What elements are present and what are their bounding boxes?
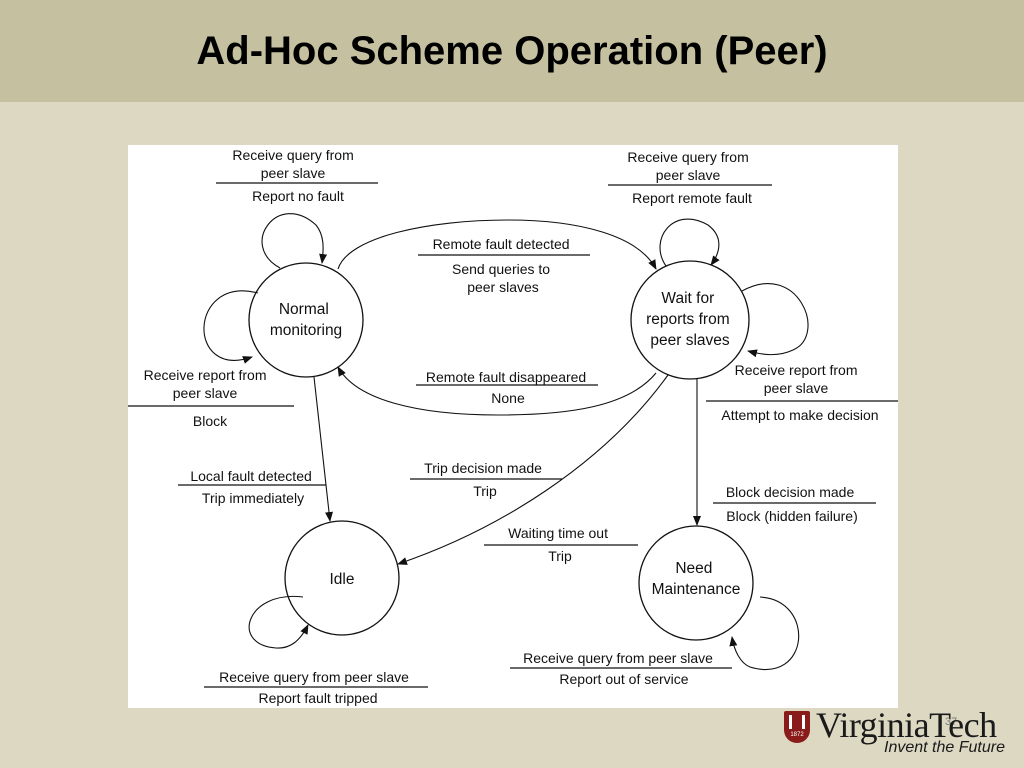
loop-normal-query xyxy=(261,213,328,269)
state-label-normal: Normal monitoring xyxy=(270,301,342,339)
state-need-maintenance xyxy=(638,525,754,641)
label-wait-to-normal: Remote fault disappeared None xyxy=(426,369,590,406)
label-normal-to-wait-action1: Send queries to xyxy=(452,261,550,277)
label-normal-query: Receive query from peer slave Report no … xyxy=(232,147,357,204)
state-label-normal-line1: Normal xyxy=(279,301,329,318)
slide-title: Ad-Hoc Scheme Operation (Peer) xyxy=(196,28,828,73)
label-wait-to-idle-action: Trip xyxy=(473,483,497,499)
label-wait-report-action: Attempt to make decision xyxy=(721,407,878,423)
label-normal-to-idle-action: Trip immediately xyxy=(202,490,304,506)
label-normal-to-idle-event: Local fault detected xyxy=(190,468,311,484)
state-label-maint: Need Maintenance xyxy=(652,560,741,598)
label-wait-query-event1: Receive query from xyxy=(627,149,748,165)
label-normal-query-action: Report no fault xyxy=(252,188,344,204)
label-wait-to-idle: Trip decision made Trip xyxy=(424,460,546,499)
label-wait-to-maint-action: Block (hidden failure) xyxy=(726,508,858,524)
state-diagram: Normal monitoring Wait for reports from … xyxy=(128,145,898,708)
state-idle xyxy=(284,520,400,636)
label-normal-to-wait-event: Remote fault detected xyxy=(433,236,570,252)
label-maint-self-event: Receive query from peer slave xyxy=(523,650,713,666)
hokie-shield-icon: 1872 xyxy=(784,711,810,743)
label-maint-to-idle-event: Waiting time out xyxy=(508,525,608,541)
arrow-wait-to-normal xyxy=(337,366,657,416)
state-label-normal-line2: monitoring xyxy=(270,322,342,339)
loop-wait-report xyxy=(741,283,809,358)
label-idle-self-event: Receive query from peer slave xyxy=(219,669,409,685)
label-wait-report: Receive report from peer slave Attempt t… xyxy=(721,362,878,423)
label-maint-to-idle-action: Trip xyxy=(548,548,572,564)
label-normal-query-event1: Receive query from xyxy=(232,147,353,163)
label-normal-report-event2: peer slave xyxy=(173,385,238,401)
state-label-idle-line1: Idle xyxy=(330,571,355,588)
label-wait-query: Receive query from peer slave Report rem… xyxy=(627,149,752,206)
label-maint-self-action: Report out of service xyxy=(559,671,688,687)
state-diagram-canvas: Normal monitoring Wait for reports from … xyxy=(128,147,898,706)
state-wait-for-reports xyxy=(630,260,750,380)
label-normal-to-wait: Remote fault detected Send queries to pe… xyxy=(433,236,574,295)
state-label-wait-line3: peer slaves xyxy=(650,332,730,349)
label-wait-query-event2: peer slave xyxy=(656,167,721,183)
label-wait-report-event2: peer slave xyxy=(764,380,829,396)
label-wait-report-event1: Receive report from xyxy=(735,362,858,378)
arrow-wait-to-idle xyxy=(397,374,669,565)
state-label-idle: Idle xyxy=(330,571,355,588)
state-normal-monitoring xyxy=(248,262,364,378)
state-label-wait-line1: Wait for xyxy=(661,290,714,307)
label-idle-self: Receive query from peer slave Report fau… xyxy=(219,669,413,706)
label-normal-to-wait-action2: peer slaves xyxy=(467,279,539,295)
shield-year: 1872 xyxy=(790,732,804,738)
state-label-maint-line1: Need xyxy=(675,560,712,577)
label-wait-to-normal-event: Remote fault disappeared xyxy=(426,369,586,385)
loop-idle xyxy=(248,595,309,649)
label-idle-self-action: Report fault tripped xyxy=(258,690,377,706)
loop-maint xyxy=(729,596,800,670)
label-normal-query-event2: peer slave xyxy=(261,165,326,181)
virginia-tech-logo: 1872 VirginiaTech Invent the Future xyxy=(784,705,1020,762)
label-normal-report-action: Block xyxy=(193,413,228,429)
loop-normal-report xyxy=(203,290,259,364)
label-wait-to-idle-event: Trip decision made xyxy=(424,460,542,476)
state-label-wait-line2: reports from xyxy=(646,311,730,328)
logo-tagline: Invent the Future xyxy=(884,739,1005,756)
label-wait-query-action: Report remote fault xyxy=(632,190,752,206)
title-bar: Ad-Hoc Scheme Operation (Peer) xyxy=(0,0,1024,102)
label-wait-to-maint-event: Block decision made xyxy=(726,484,855,500)
loop-wait-query xyxy=(659,218,720,267)
label-normal-to-idle: Local fault detected Trip immediately xyxy=(190,468,315,506)
label-maint-to-idle: Waiting time out Trip xyxy=(508,525,612,564)
state-label-maint-line2: Maintenance xyxy=(652,581,741,598)
label-wait-to-maint: Block decision made Block (hidden failur… xyxy=(726,484,858,524)
logo-wordmark: VirginiaTech xyxy=(816,705,997,745)
arrow-normal-to-idle xyxy=(313,376,333,522)
label-wait-to-normal-action: None xyxy=(491,390,525,406)
slide-number: 37 xyxy=(945,716,958,728)
label-normal-report-event1: Receive report from xyxy=(144,367,267,383)
state-label-wait: Wait for reports from peer slaves xyxy=(646,290,734,349)
label-maint-self: Receive query from peer slave Report out… xyxy=(523,650,717,687)
label-normal-report: Receive report from peer slave Block xyxy=(144,367,271,429)
shield-pillars xyxy=(789,715,805,729)
arrow-normal-to-wait xyxy=(337,219,657,270)
